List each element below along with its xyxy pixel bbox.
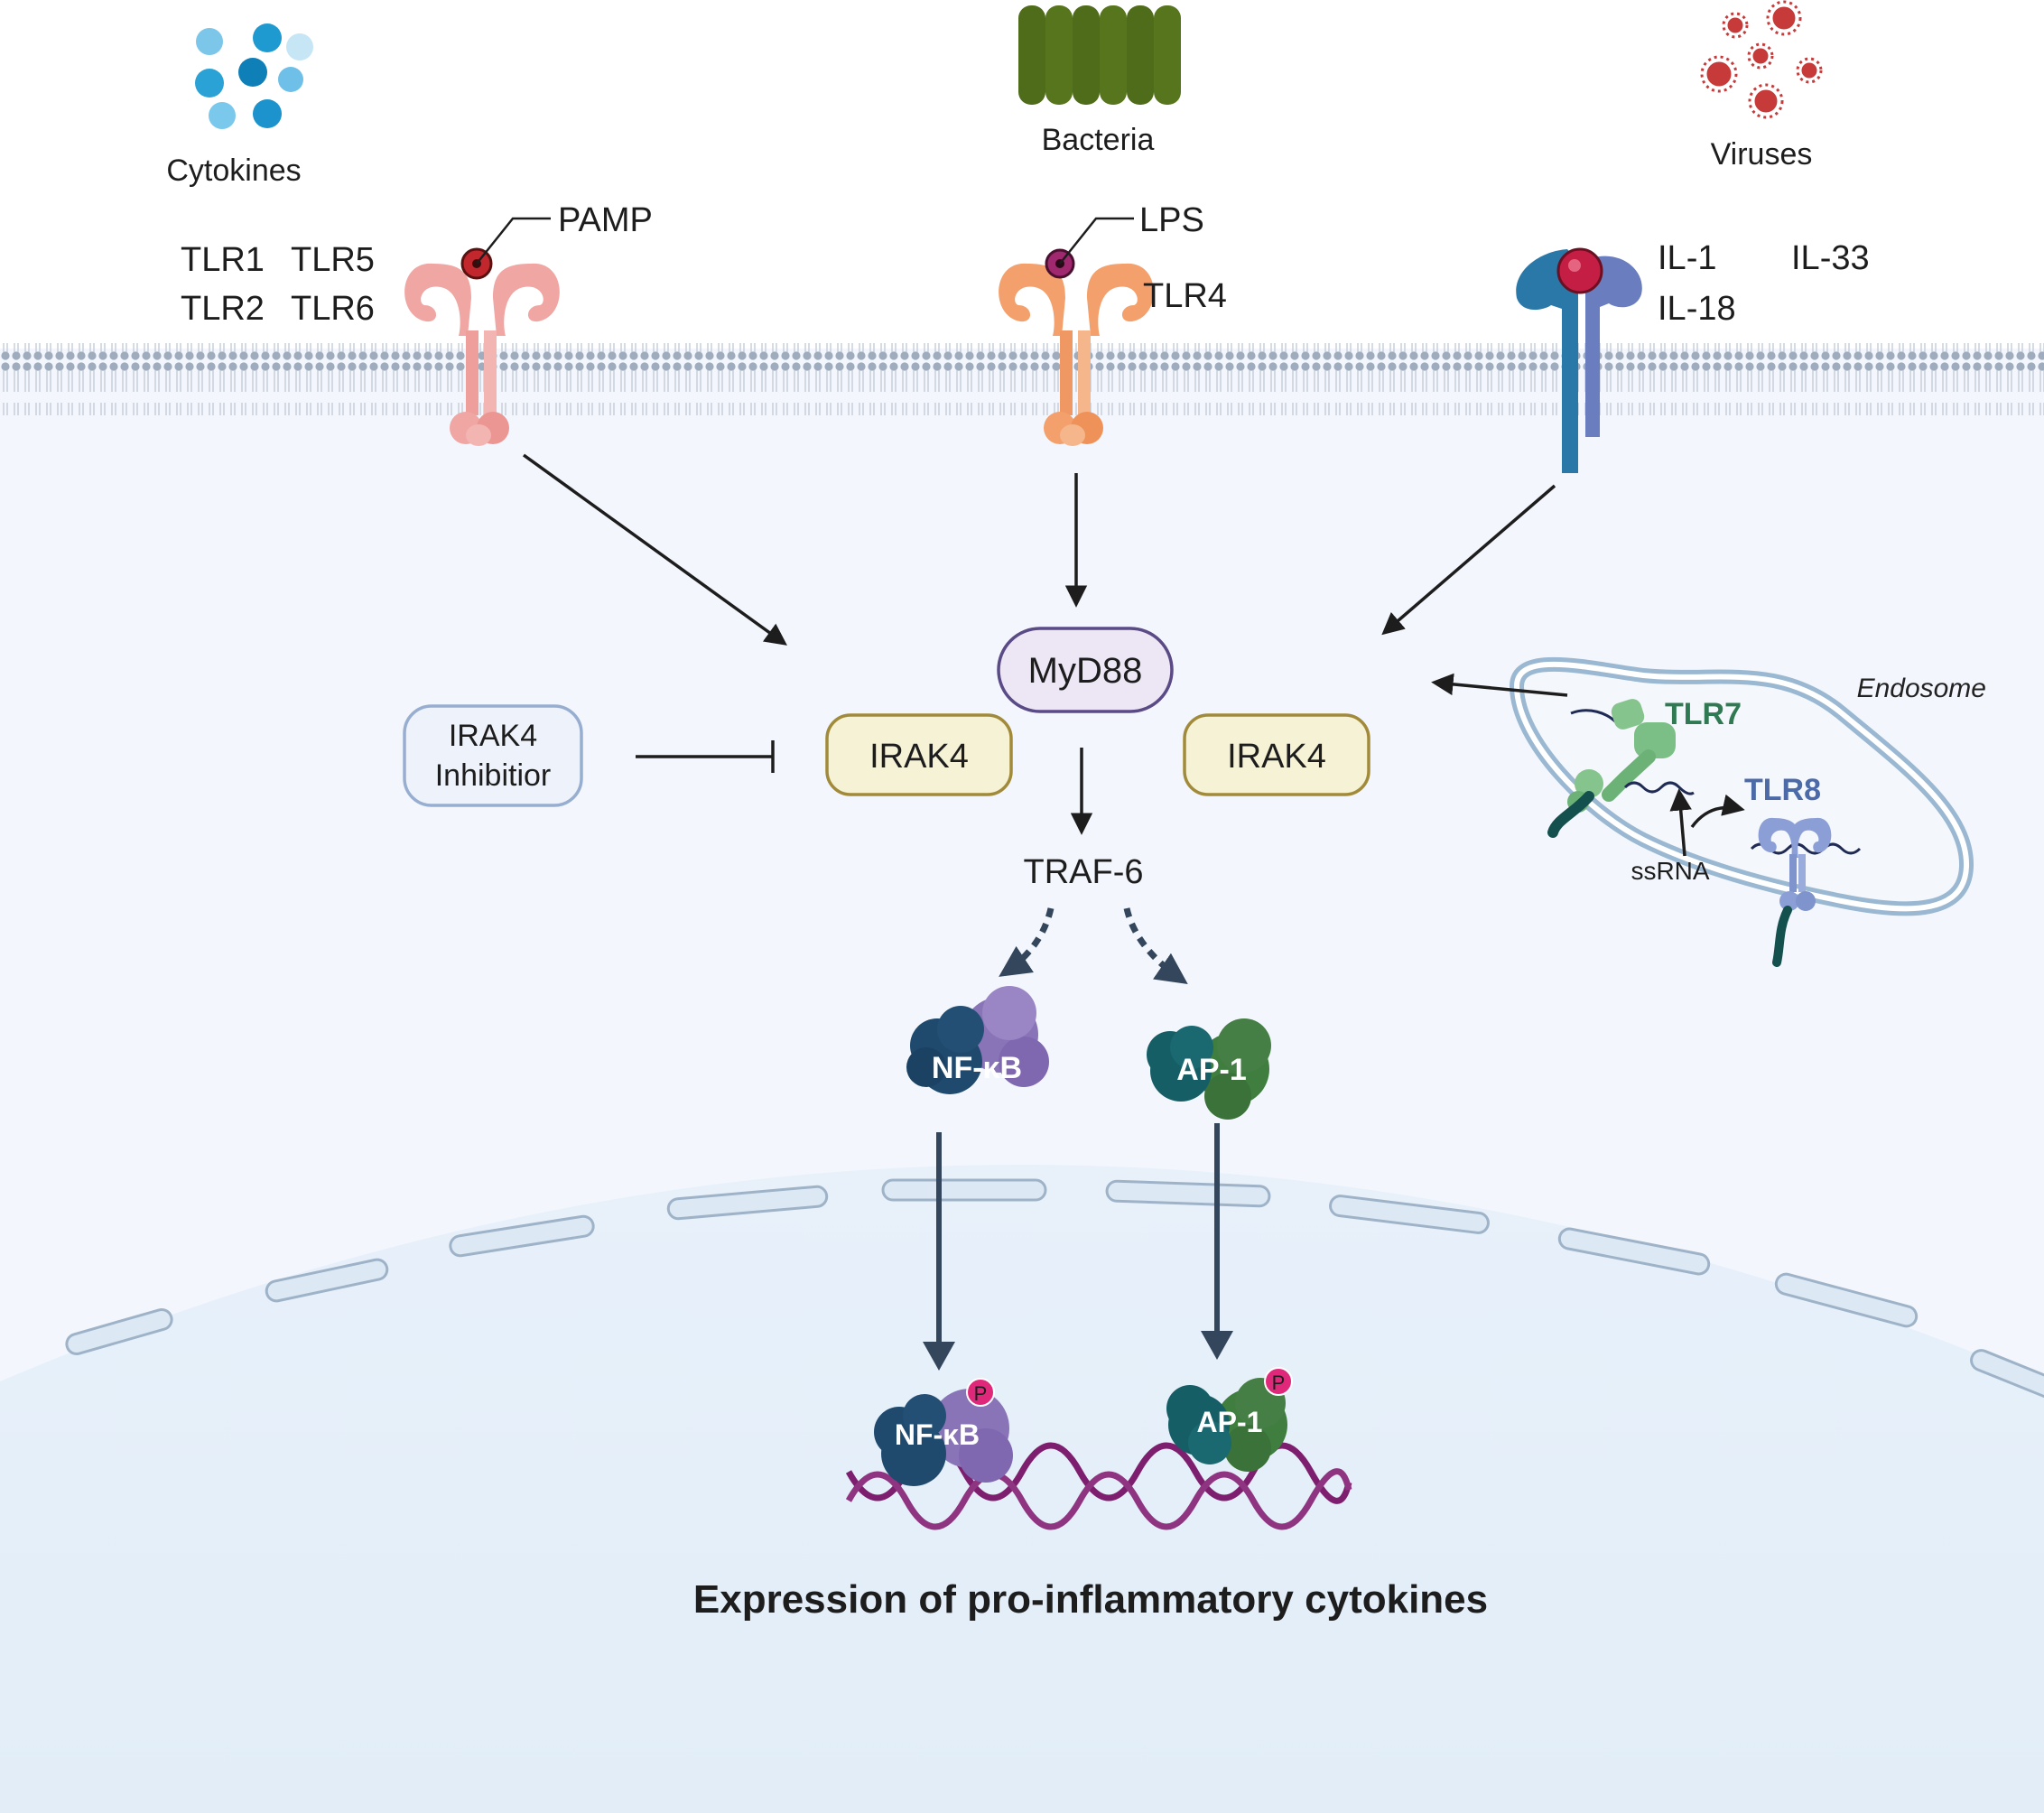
- nucleus: [0, 1165, 2044, 1813]
- arrow-nfkb-to-nucleus-head: [923, 1342, 955, 1371]
- inhibition-line: [636, 740, 775, 773]
- irak4-right-label: IRAK4: [1227, 738, 1326, 776]
- ap1-complex-icon: AP-1: [1147, 1018, 1271, 1120]
- arrow-ap1-to-nucleus-head: [1201, 1331, 1233, 1360]
- il1-label: IL-1: [1658, 239, 1716, 277]
- il33-label: IL-33: [1791, 239, 1870, 277]
- tlr7-label: TLR7: [1665, 697, 1742, 731]
- arrow-traf6-to-ap1: [1123, 907, 1188, 984]
- nfkb-nuclear-label: NF-κB: [895, 1418, 980, 1451]
- tlr1-label: TLR1: [181, 241, 265, 279]
- ap1-nuclear-label: AP-1: [1197, 1406, 1263, 1438]
- bacteria-icon: [1018, 5, 1181, 105]
- phospho-label-ap1: P: [1272, 1371, 1286, 1394]
- arrow-endosome-to-myd88: [1431, 673, 1568, 697]
- cytokines-icon: [195, 23, 313, 129]
- il18-label: IL-18: [1658, 290, 1736, 328]
- tlr4-label: TLR4: [1143, 277, 1227, 315]
- nfkb-complex-icon: NF-κB: [906, 986, 1049, 1094]
- ssrna-label: ssRNA: [1631, 857, 1709, 885]
- viruses-label: Viruses: [1711, 137, 1813, 172]
- bacteria-label: Bacteria: [1042, 123, 1155, 157]
- phospho-label-nfkb: P: [974, 1382, 988, 1405]
- nfkb-nuclear-icon: NF-κB: [874, 1389, 1013, 1486]
- tlr-receptor-icon: [404, 217, 560, 446]
- viruses-icon: [1700, 0, 1823, 119]
- nfkb-label: NF-κB: [932, 1051, 1022, 1085]
- irak4-inhibitor-box: IRAK4 Inhibitior: [403, 704, 583, 807]
- phospho-badge-nfkb: P: [966, 1378, 995, 1407]
- tlr5-label: TLR5: [291, 241, 375, 279]
- nuclear-envelope: [65, 1178, 2044, 1405]
- irak4-box-right: IRAK4: [1183, 713, 1370, 796]
- tlr8-label: TLR8: [1744, 773, 1821, 807]
- myd88-label: MyD88: [1028, 651, 1143, 691]
- footer-caption: Expression of pro-inflammatory cytokines: [693, 1577, 1488, 1622]
- arrow-traf6-to-nfkb: [999, 907, 1055, 977]
- phospho-badge-ap1: P: [1264, 1367, 1293, 1396]
- tlr6-label: TLR6: [291, 290, 375, 328]
- cytokines-label: Cytokines: [166, 153, 301, 188]
- tlr2-label: TLR2: [181, 290, 265, 328]
- ap1-label: AP-1: [1176, 1053, 1246, 1087]
- lps-label: LPS: [1139, 201, 1204, 239]
- tlr7-receptor-icon: [1547, 699, 1676, 838]
- irak4-box-left: IRAK4: [825, 713, 1013, 796]
- irak4-left-label: IRAK4: [869, 738, 969, 776]
- traf6-label: TRAF-6: [1024, 853, 1144, 891]
- arrow-ssrna-to-tlr7: [1669, 788, 1692, 857]
- irak4-inhibitor-line2: Inhibitior: [435, 758, 552, 793]
- arrow-tlr-to-myd88: [522, 453, 787, 646]
- myd88-box: MyD88: [997, 627, 1174, 713]
- irak4-inhibitor-line1: IRAK4: [449, 719, 537, 753]
- plasma-membrane: [0, 343, 2044, 415]
- pamp-label: PAMP: [558, 201, 653, 239]
- arrow-ssrna-to-tlr8: [1690, 794, 1745, 829]
- il-receptor-icon: [1516, 247, 1642, 473]
- tlr8-receptor-icon: [1758, 817, 1832, 967]
- arrow-il-to-myd88: [1381, 484, 1556, 636]
- endosome-label: Endosome: [1857, 674, 1986, 703]
- tlr4-receptor-icon: [999, 217, 1154, 446]
